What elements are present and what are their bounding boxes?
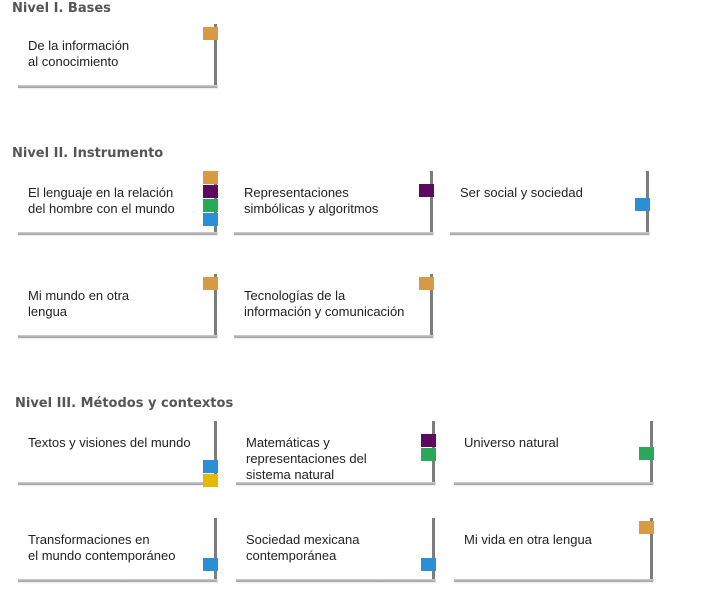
card-label-line: Matemáticas y: [246, 435, 330, 450]
card-label-line: Textos y visiones del mundo: [28, 435, 191, 450]
level-2-title: Nivel II. Instrumento: [12, 146, 164, 161]
card-shadow: [234, 335, 434, 340]
card-label-line: De la información: [28, 38, 130, 53]
card-label: Universo natural: [464, 435, 638, 451]
card-label-line: contemporánea: [246, 548, 337, 563]
category-tabs: [419, 277, 434, 291]
card-label: Textos y visiones del mundo: [28, 435, 202, 451]
category-tabs: [421, 434, 436, 462]
card-label-line: simbólicas y algoritmos: [244, 201, 379, 216]
card-label: Mi vida en otra lengua: [464, 532, 638, 548]
card-label-line: del hombre con el mundo: [28, 201, 175, 216]
category-tabs: [639, 447, 654, 461]
orange-tab: [203, 27, 218, 40]
card-label-line: Representaciones: [244, 185, 349, 200]
green-tab: [421, 448, 436, 461]
card-shadow: [236, 482, 436, 487]
card-shadow: [450, 232, 650, 237]
card-label-line: información y comunicación: [244, 304, 405, 319]
card-shadow: [18, 232, 218, 237]
yellow-tab: [203, 474, 218, 487]
orange-tab: [203, 277, 218, 290]
course-card[interactable]: Ser social y sociedad: [450, 171, 650, 239]
green-tab: [203, 199, 218, 212]
category-tabs: [639, 521, 654, 535]
category-tabs: [203, 558, 218, 572]
blue-tab: [203, 213, 218, 226]
card-label-line: Mi mundo en otra: [28, 288, 130, 303]
card-shadow: [18, 482, 218, 487]
blue-tab: [203, 558, 218, 571]
card-label-line: Sociedad mexicana: [246, 532, 360, 547]
course-card[interactable]: Mi vida en otra lengua: [454, 518, 654, 586]
card-shadow: [236, 579, 436, 584]
card-label-line: Mi vida en otra lengua: [464, 532, 592, 547]
card-face: [236, 518, 435, 582]
blue-tab: [635, 198, 650, 211]
purple-tab: [419, 184, 434, 197]
orange-tab: [639, 521, 654, 534]
card-label-line: lengua: [28, 304, 68, 319]
blue-tab: [203, 460, 218, 473]
card-shadow: [18, 579, 218, 584]
card-label-line: Ser social y sociedad: [460, 185, 583, 200]
card-shadow: [18, 335, 218, 340]
category-tabs: [203, 171, 218, 227]
purple-tab: [203, 185, 218, 198]
blue-tab: [421, 558, 436, 571]
card-face: [454, 518, 653, 582]
category-tabs: [421, 558, 436, 572]
green-tab: [639, 447, 654, 460]
card-label-line: Tecnologías de la: [244, 288, 346, 303]
card-shadow: [454, 579, 654, 584]
card-face: [18, 518, 217, 582]
category-tabs: [419, 184, 434, 198]
card-shadow: [18, 85, 218, 90]
orange-tab: [419, 277, 434, 290]
card-label-line: Universo natural: [464, 435, 559, 450]
card-label-line: el mundo contemporáneo: [28, 548, 176, 563]
card-label: Ser social y sociedad: [460, 185, 634, 201]
card-shadow: [454, 482, 654, 487]
card-label-line: sistema natural: [246, 467, 335, 482]
card-face: [18, 421, 217, 485]
card-label-line: El lenguaje en la relación: [28, 185, 174, 200]
card-face: [454, 421, 653, 485]
category-tabs: [635, 198, 650, 212]
category-tabs: [203, 277, 218, 291]
card-label-line: al conocimiento: [28, 54, 119, 69]
card-label-line: representaciones del: [246, 451, 367, 466]
course-card[interactable]: Universo natural: [454, 421, 654, 489]
orange-tab: [203, 171, 218, 184]
card-face: [450, 171, 649, 235]
card-label-line: Transformaciones en: [28, 532, 150, 547]
course-card[interactable]: Textos y visiones del mundo: [18, 421, 218, 489]
category-tabs: [203, 460, 218, 488]
purple-tab: [421, 434, 436, 447]
card-shadow: [234, 232, 434, 237]
level-3-title: Nivel III. Métodos y contextos: [15, 396, 234, 411]
category-tabs: [203, 27, 218, 41]
level-1-title: Nivel I. Bases: [12, 1, 111, 16]
